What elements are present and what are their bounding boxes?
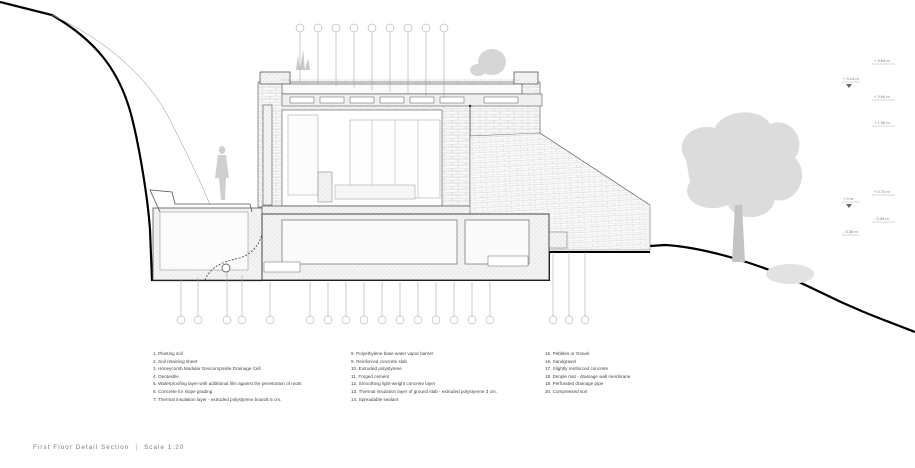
roof-planting bbox=[296, 49, 506, 76]
legend-item: 9. Reinforced concrete slab bbox=[351, 358, 407, 364]
level-label: + 0 m bbox=[843, 196, 854, 201]
terrain-profile-thin bbox=[51, 14, 211, 206]
legend-item: 15. Pebbles or Gravel bbox=[545, 351, 590, 356]
human-figure bbox=[215, 146, 229, 200]
legend-item: 13. Thermal insulation layer of ground s… bbox=[351, 388, 497, 394]
level-label: + 3.14 m bbox=[843, 76, 859, 81]
legend-item: 1. Planting soil bbox=[153, 351, 183, 356]
tree bbox=[681, 112, 814, 284]
legend-item: 10. Extruded polystyrene bbox=[351, 366, 402, 372]
legend-item: 6. Concrete for slope grading bbox=[153, 388, 213, 394]
legend-item: 5. Waterproofing layer with additional f… bbox=[153, 381, 302, 387]
legend-item: 8. Polyethylene base water vapor barrier bbox=[351, 351, 434, 356]
level-marker: + 2.64 m bbox=[872, 94, 895, 101]
level-markers: + 3.64 m + 3.14 m + 2.64 m + 1.90 m + 0.… bbox=[842, 58, 895, 236]
legend-item: 18. Dimple mat - drainage wall membrane bbox=[545, 373, 631, 379]
left-basin bbox=[149, 189, 266, 281]
level-label: - 0.38 m bbox=[843, 229, 858, 234]
legend-item: 16. Sandgravel bbox=[545, 358, 576, 364]
caption-title: First Floor Detail Section bbox=[33, 444, 130, 451]
legend-item: 12. Smoothing light-weight concrete laye… bbox=[351, 381, 436, 387]
legend-item: 3. Honeycomb Modular Geocomposite Draina… bbox=[153, 366, 261, 372]
level-marker: + 1.90 m bbox=[872, 120, 895, 127]
legend-column-1: 1. Planting soil 2. Soil retaining sheet… bbox=[153, 350, 301, 403]
drawing-caption: First Floor Detail Section | Scale 1:20 bbox=[33, 444, 184, 451]
legend-item: 2. Soil retaining sheet bbox=[153, 358, 198, 364]
terrain-line-left bbox=[0, 0, 262, 282]
level-label: + 1.90 m bbox=[874, 120, 890, 125]
legend-item: 14. Spreadable sealant bbox=[351, 396, 399, 402]
legend-item: 7. Thermal insulation layer - extruded p… bbox=[153, 396, 282, 402]
bottom-callouts bbox=[176, 252, 590, 325]
caption-scale: Scale 1:20 bbox=[144, 444, 185, 451]
level-marker: + 3.64 m bbox=[872, 58, 895, 65]
level-label: + 3.64 m bbox=[874, 58, 890, 63]
level-marker: + 0 m bbox=[842, 196, 860, 208]
basement bbox=[261, 213, 550, 281]
level-label: + 2.64 m bbox=[874, 94, 890, 99]
terrain-line-right bbox=[649, 243, 915, 334]
level-marker: - 0.35 m bbox=[872, 216, 895, 223]
top-callouts bbox=[295, 23, 449, 98]
legend-item: 4. Geotextile bbox=[153, 373, 179, 379]
legend-column-3: 15. Pebbles or Gravel 16. Sandgravel 17.… bbox=[545, 350, 630, 396]
level-label: - 0.35 m bbox=[874, 216, 889, 221]
roof-insulation-blocks bbox=[289, 96, 519, 104]
level-marker: + 0.74 m bbox=[872, 189, 895, 196]
level-marker: + 3.14 m bbox=[842, 76, 860, 88]
legend-column-2: 8. Polyethylene base water vapor barrier… bbox=[351, 350, 497, 403]
level-label: + 0.74 m bbox=[874, 189, 890, 194]
level-marker: - 0.38 m bbox=[842, 229, 860, 236]
legend-item: 19. Perforated drainage pipe bbox=[545, 381, 604, 387]
caption-separator: | bbox=[135, 444, 139, 451]
legend-item: 20. Compressed soil bbox=[545, 388, 587, 394]
legend-item: 17. Slightly reinforced concrete bbox=[545, 366, 609, 372]
legend-item: 11. Forged cement bbox=[351, 373, 390, 379]
